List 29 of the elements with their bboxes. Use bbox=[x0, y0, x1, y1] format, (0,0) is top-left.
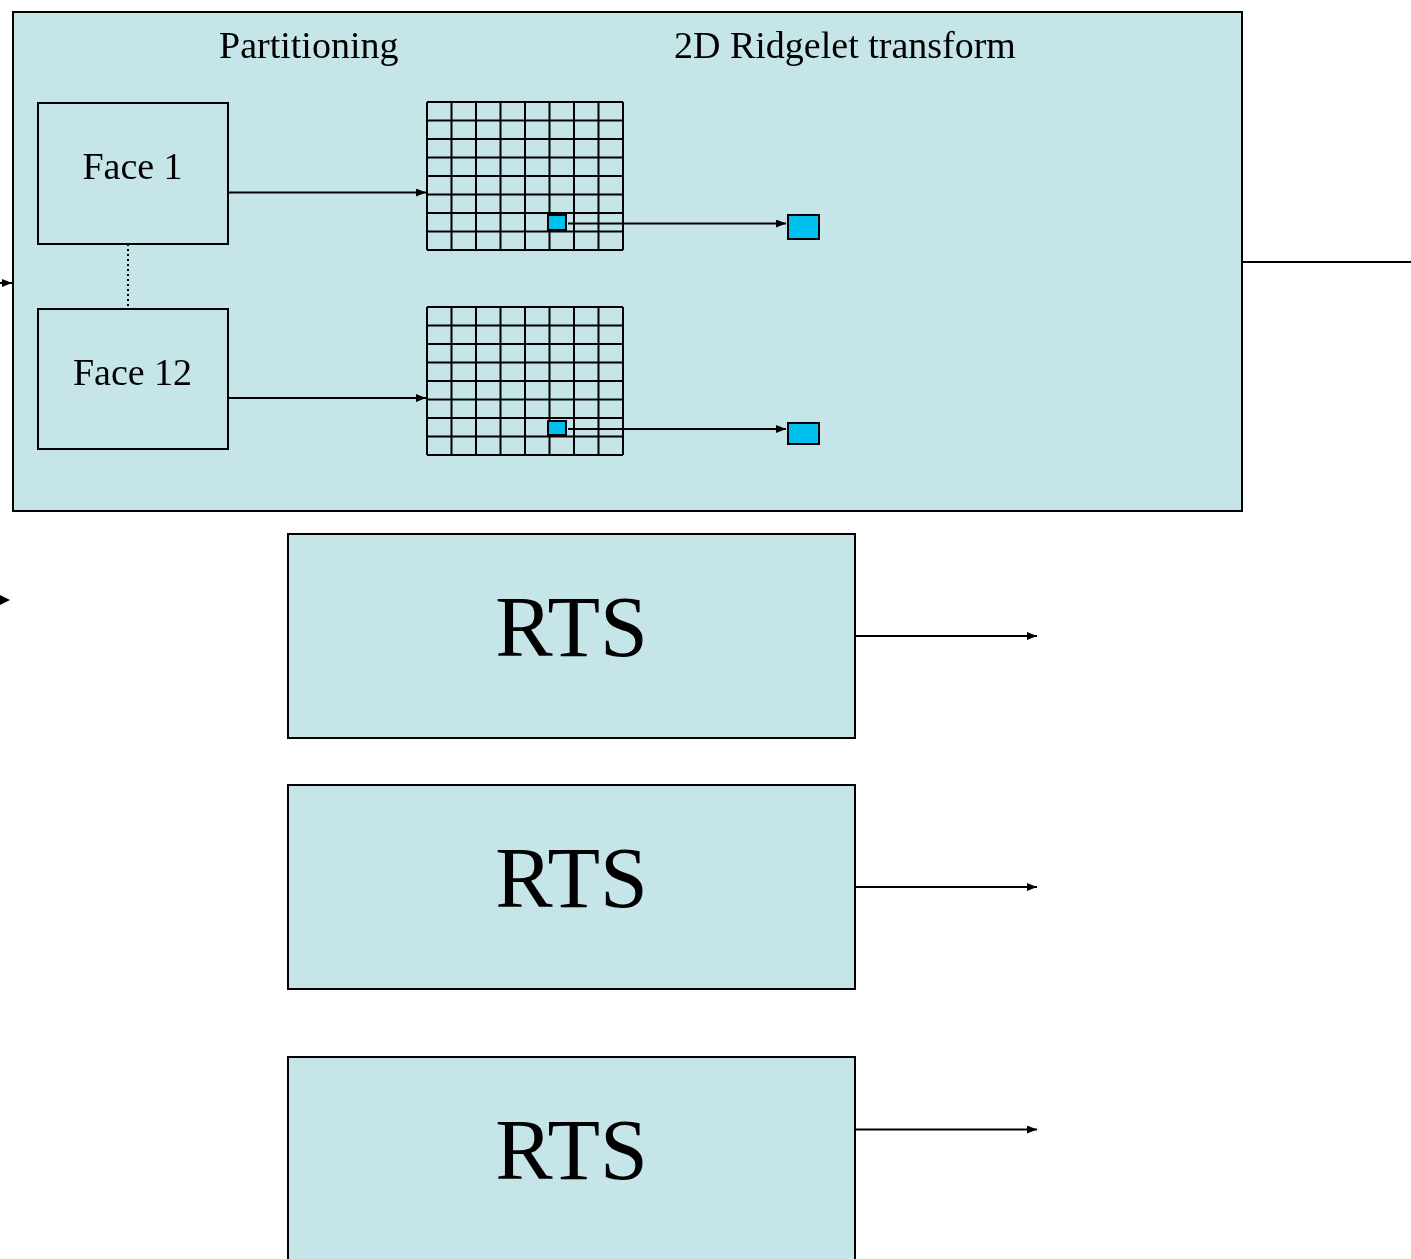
arrow bbox=[227, 394, 427, 402]
block-label: RTS bbox=[494, 578, 649, 677]
arrow bbox=[567, 219, 787, 228]
arrow bbox=[855, 632, 1038, 640]
arrow bbox=[567, 425, 787, 433]
block-label: RTS bbox=[494, 829, 649, 928]
grid-drawing bbox=[426, 306, 623, 455]
highlighted-cell bbox=[547, 420, 567, 436]
arrow bbox=[855, 883, 1038, 891]
rts-box bbox=[287, 1056, 856, 1259]
rts-box bbox=[287, 533, 856, 739]
arrow bbox=[0, 279, 13, 287]
coefficient-square bbox=[786, 213, 820, 240]
connector-line bbox=[127, 243, 129, 308]
face-label: Face 12 bbox=[71, 349, 194, 394]
highlighted-cell bbox=[547, 214, 567, 231]
process-panel bbox=[12, 11, 1243, 512]
face-label: Face 1 bbox=[81, 143, 184, 188]
process-box bbox=[36, 307, 229, 450]
rts-box bbox=[287, 784, 856, 990]
block-label: RTS bbox=[494, 1101, 649, 1200]
arrow bbox=[227, 188, 427, 197]
section-heading: Partitioning bbox=[219, 23, 399, 67]
coefficient-square bbox=[786, 421, 820, 445]
arrow bbox=[855, 1125, 1038, 1134]
connector-line bbox=[1242, 261, 1411, 263]
process-box bbox=[36, 101, 229, 245]
grid-drawing bbox=[426, 101, 623, 250]
section-heading: 2D Ridgelet transform bbox=[674, 23, 1016, 67]
